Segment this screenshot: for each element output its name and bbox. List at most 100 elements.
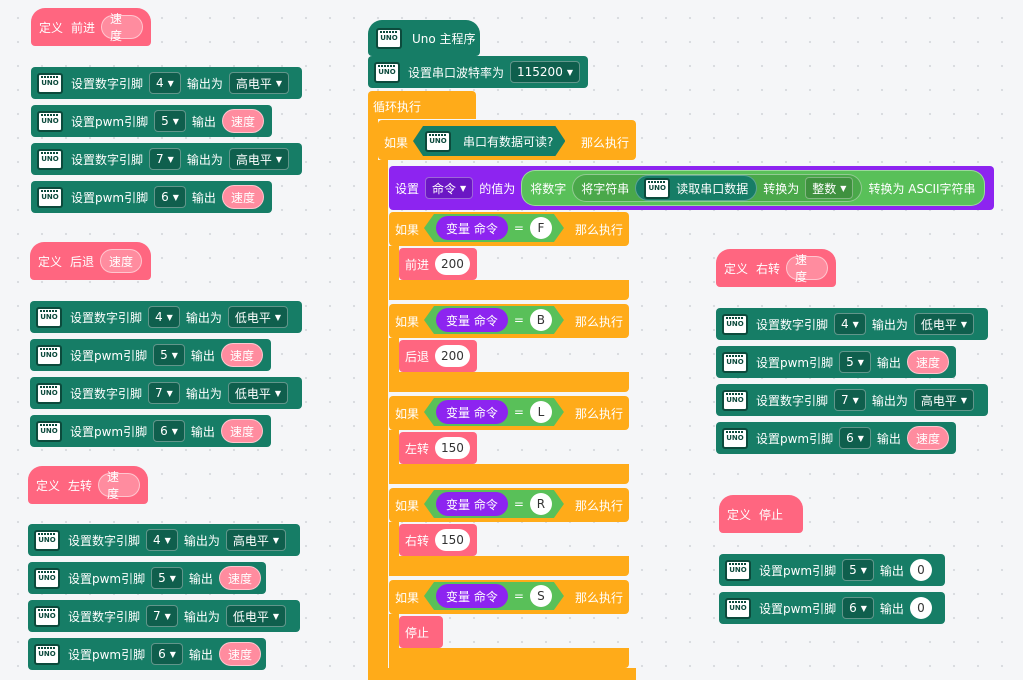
type-dropdown[interactable]: 整数▼ — [805, 177, 854, 199]
set-digital-pin-block[interactable]: 设置数字引脚 7▼ 输出为 高电平▼ — [31, 143, 302, 175]
pin-dropdown[interactable]: 5▼ — [151, 567, 183, 589]
call-backward-block[interactable]: 后退 200 — [399, 340, 477, 372]
pin-dropdown[interactable]: 6▼ — [153, 420, 185, 442]
variable-dropdown[interactable]: 命令▼ — [425, 177, 474, 199]
speed-param[interactable]: 速度 — [221, 185, 264, 209]
pin-dropdown[interactable]: 5▼ — [153, 344, 185, 366]
set-pwm-pin-block[interactable]: 设置pwm引脚 5▼ 输出 速度 — [28, 562, 266, 594]
pin-dropdown[interactable]: 4▼ — [148, 306, 180, 328]
speed-param[interactable]: 速度 — [786, 253, 828, 284]
set-digital-pin-block[interactable]: 设置数字引脚 4▼ 输出为 高电平▼ — [31, 67, 302, 99]
define-backward-hat[interactable]: 定义 后退 速度 — [30, 242, 151, 280]
pin-dropdown[interactable]: 6▼ — [839, 427, 871, 449]
define-right-hat[interactable]: 定义 右转 速度 — [716, 249, 836, 287]
define-left-hat[interactable]: 定义 左转 速度 — [28, 466, 148, 504]
define-forward-hat[interactable]: 定义 前进 速度 — [31, 8, 151, 46]
pin-dropdown[interactable]: 7▼ — [148, 382, 180, 404]
set-digital-pin-block[interactable]: 设置数字引脚 4▼ 输出为 低电平▼ — [716, 308, 988, 340]
pin-dropdown[interactable]: 4▼ — [834, 313, 866, 335]
level-dropdown[interactable]: 高电平▼ — [913, 389, 974, 411]
speed-param[interactable]: 速度 — [906, 350, 949, 374]
variable-reporter[interactable]: 变量 命令 — [436, 216, 508, 240]
pin-dropdown[interactable]: 4▼ — [149, 72, 181, 94]
equals-condition[interactable]: 变量 命令 = L — [424, 398, 564, 426]
pin-dropdown[interactable]: 4▼ — [146, 529, 178, 551]
number-input[interactable]: 200 — [435, 253, 470, 275]
speed-param[interactable]: 速度 — [98, 470, 140, 501]
variable-reporter[interactable]: 变量 命令 — [436, 492, 508, 516]
letter-input[interactable]: B — [530, 309, 552, 331]
number-to-string-reporter[interactable]: 将数字 将字符串 读取串口数据 转换为 整数▼ 转换为 ASCII字符串 — [521, 170, 985, 206]
set-pwm-pin-block[interactable]: 设置pwm引脚 6▼ 输出 速度 — [716, 422, 956, 454]
pin-dropdown[interactable]: 5▼ — [154, 110, 186, 132]
pin-dropdown[interactable]: 6▼ — [842, 597, 874, 619]
set-pwm-pin-block[interactable]: 设置pwm引脚 6▼ 输出 0 — [719, 592, 945, 624]
letter-input[interactable]: R — [530, 493, 552, 515]
pin-dropdown[interactable]: 6▼ — [154, 186, 186, 208]
set-pwm-pin-block[interactable]: 设置pwm引脚 6▼ 输出 速度 — [31, 181, 272, 213]
number-input[interactable]: 0 — [909, 559, 932, 581]
variable-reporter[interactable]: 变量 命令 — [436, 400, 508, 424]
speed-param[interactable]: 速度 — [101, 12, 143, 43]
set-digital-pin-block[interactable]: 设置数字引脚 4▼ 输出为 高电平▼ — [28, 524, 300, 556]
pin-dropdown[interactable]: 7▼ — [834, 389, 866, 411]
level-dropdown[interactable]: 高电平▼ — [228, 148, 289, 170]
speed-param[interactable]: 速度 — [906, 426, 949, 450]
speed-param[interactable]: 速度 — [220, 419, 263, 443]
speed-param[interactable]: 速度 — [221, 109, 264, 133]
serial-available-condition[interactable]: 串口有数据可读? — [413, 126, 565, 156]
set-pwm-pin-block[interactable]: 设置pwm引脚 6▼ 输出 速度 — [28, 638, 266, 670]
set-baud-rate-block[interactable]: 设置串口波特率为 115200▼ — [368, 56, 588, 88]
set-pwm-pin-block[interactable]: 设置pwm引脚 5▼ 输出 速度 — [30, 339, 271, 371]
string-to-number-reporter[interactable]: 将字符串 读取串口数据 转换为 整数▼ — [572, 174, 863, 202]
level-dropdown[interactable]: 低电平▼ — [225, 605, 286, 627]
set-pwm-pin-block[interactable]: 设置pwm引脚 6▼ 输出 速度 — [30, 415, 271, 447]
call-left-block[interactable]: 左转 150 — [399, 432, 477, 464]
set-variable-block[interactable]: 设置 命令▼ 的值为 将数字 将字符串 读取串口数据 转换为 整数▼ 转换为 A… — [389, 166, 994, 210]
set-pwm-pin-block[interactable]: 设置pwm引脚 5▼ 输出 速度 — [716, 346, 956, 378]
set-digital-pin-block[interactable]: 设置数字引脚 7▼ 输出为 低电平▼ — [30, 377, 302, 409]
number-input[interactable]: 150 — [435, 529, 470, 551]
pin-dropdown[interactable]: 5▼ — [839, 351, 871, 373]
forever-loop-block[interactable] — [368, 91, 476, 119]
pin-dropdown[interactable]: 7▼ — [149, 148, 181, 170]
set-digital-pin-block[interactable]: 设置数字引脚 7▼ 输出为 高电平▼ — [716, 384, 988, 416]
set-digital-pin-block[interactable]: 设置数字引脚 4▼ 输出为 低电平▼ — [30, 301, 302, 333]
call-forward-block[interactable]: 前进 200 — [399, 248, 477, 280]
pin-dropdown[interactable]: 6▼ — [151, 643, 183, 665]
level-dropdown[interactable]: 高电平▼ — [228, 72, 289, 94]
call-stop-block[interactable]: 停止 — [399, 616, 443, 648]
set-pwm-pin-block[interactable]: 设置pwm引脚 5▼ 输出 0 — [719, 554, 945, 586]
speed-param[interactable]: 速度 — [218, 642, 261, 666]
variable-reporter[interactable]: 变量 命令 — [436, 584, 508, 608]
speed-param[interactable]: 速度 — [218, 566, 261, 590]
letter-input[interactable]: L — [530, 401, 552, 423]
uno-main-program-hat[interactable]: Uno 主程序 — [368, 20, 480, 56]
define-stop-hat[interactable]: 定义 停止 — [719, 495, 803, 533]
number-input[interactable]: 150 — [435, 437, 470, 459]
call-right-block[interactable]: 右转 150 — [399, 524, 477, 556]
set-digital-pin-block[interactable]: 设置数字引脚 7▼ 输出为 低电平▼ — [28, 600, 300, 632]
if-bottom — [389, 648, 629, 668]
level-dropdown[interactable]: 低电平▼ — [227, 306, 288, 328]
speed-param[interactable]: 速度 — [100, 249, 143, 273]
level-dropdown[interactable]: 低电平▼ — [227, 382, 288, 404]
variable-reporter[interactable]: 变量 命令 — [436, 308, 508, 332]
read-serial-reporter[interactable]: 读取串口数据 — [635, 175, 758, 201]
equals-condition[interactable]: 变量 命令 = B — [424, 306, 564, 334]
speed-param[interactable]: 速度 — [220, 343, 263, 367]
set-pwm-pin-block[interactable]: 设置pwm引脚 5▼ 输出 速度 — [31, 105, 272, 137]
level-dropdown[interactable]: 高电平▼ — [225, 529, 286, 551]
number-input[interactable]: 0 — [909, 597, 932, 619]
letter-input[interactable]: F — [530, 217, 552, 239]
baud-dropdown[interactable]: 115200▼ — [510, 61, 580, 83]
letter-input[interactable]: S — [530, 585, 552, 607]
equals-condition[interactable]: 变量 命令 = R — [424, 490, 564, 518]
level-dropdown[interactable]: 低电平▼ — [913, 313, 974, 335]
equals-condition[interactable]: 变量 命令 = F — [424, 214, 564, 242]
number-input[interactable]: 200 — [435, 345, 470, 367]
block-label: 输出为 — [183, 609, 220, 624]
equals-condition[interactable]: 变量 命令 = S — [424, 582, 564, 610]
pin-dropdown[interactable]: 5▼ — [842, 559, 874, 581]
pin-dropdown[interactable]: 7▼ — [146, 605, 178, 627]
